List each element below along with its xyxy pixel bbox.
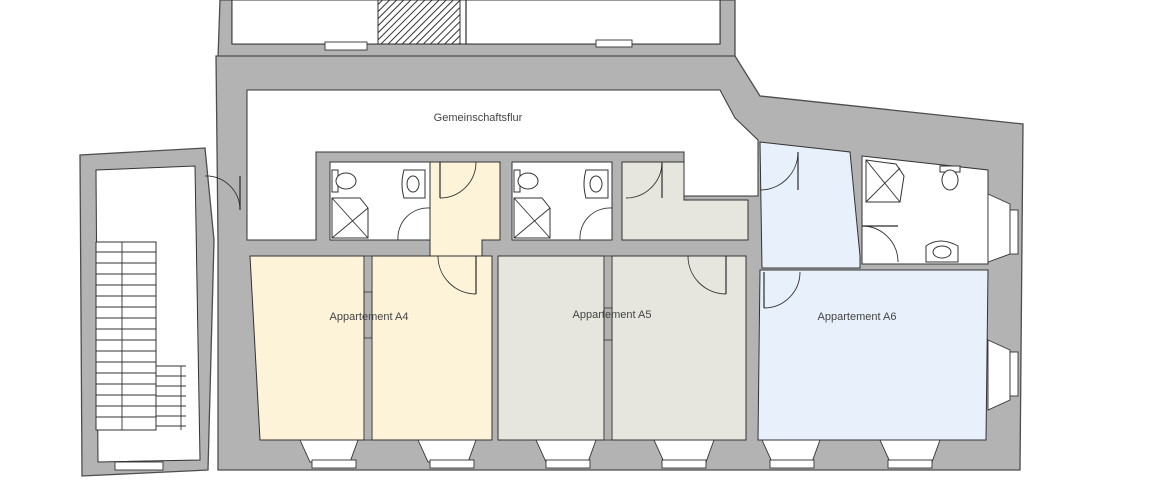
apartment-a5: Appartement A5 [497, 255, 747, 441]
toilet-icon [939, 165, 961, 191]
bathroom-a5 [511, 161, 613, 241]
door-swing-icon [759, 151, 799, 191]
apartment-a6-label: Appartement A6 [818, 311, 897, 323]
window-icon [299, 439, 941, 469]
apartment-a5-label: Appartement A5 [573, 309, 652, 321]
bathroom-a4 [329, 161, 431, 241]
toilet-icon [331, 169, 357, 193]
shower-icon [331, 197, 369, 239]
door-swing-icon [687, 255, 727, 295]
door-swing-icon [625, 161, 663, 199]
corridor-label: Gemeinschaftsflur [434, 112, 523, 124]
door-swing-icon [439, 161, 477, 199]
shower-icon [513, 197, 551, 239]
door-swing-icon [437, 255, 477, 295]
door-swing-icon [579, 207, 613, 241]
apartment-a6: Appartement A6 [757, 141, 989, 441]
door-swing-icon [763, 271, 801, 309]
bathroom-a6 [861, 155, 989, 265]
apartment-a4: Appartement A4 [249, 255, 493, 441]
shower-icon [865, 159, 905, 203]
upper-rooms [217, 0, 736, 59]
door-swing-icon [397, 207, 431, 241]
toilet-icon [513, 169, 539, 193]
apartment-a4-label: Appartement A4 [330, 311, 409, 323]
hatched-shaft [377, 0, 461, 45]
sink-icon [583, 169, 609, 199]
window-icon [987, 193, 1019, 411]
door-swing-icon [861, 225, 899, 263]
staircase [79, 147, 241, 477]
entry-a5 [621, 161, 749, 241]
staircase-icon [95, 241, 186, 431]
sink-icon [401, 169, 426, 199]
sink-icon [925, 240, 959, 263]
